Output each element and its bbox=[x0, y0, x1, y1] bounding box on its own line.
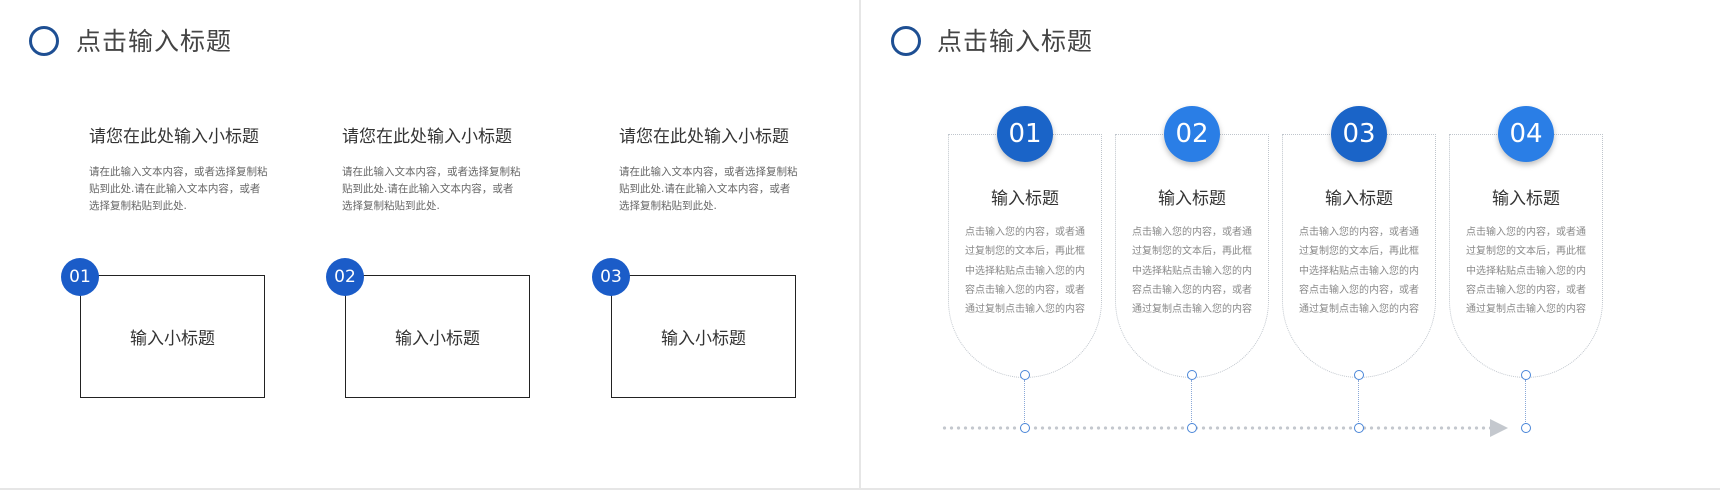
column-heading[interactable]: 请您在此处输入小标题 bbox=[342, 127, 512, 147]
step-connector bbox=[1191, 380, 1192, 426]
step-title[interactable]: 输入标题 bbox=[1158, 189, 1226, 209]
step-number-badge: 02 bbox=[1164, 106, 1220, 162]
column-box-label: 输入小标题 bbox=[395, 329, 480, 349]
timeline-node bbox=[1521, 423, 1531, 433]
step-connector bbox=[1525, 380, 1526, 426]
step-connector bbox=[1024, 380, 1025, 426]
timeline-node bbox=[1020, 423, 1030, 433]
step-title[interactable]: 输入标题 bbox=[1492, 189, 1560, 209]
column-heading[interactable]: 请您在此处输入小标题 bbox=[619, 127, 789, 147]
step-body-text[interactable]: 点击输入您的内容，或者通过复制您的文本后，再此框中选择粘贴点击输入您的内容点击输… bbox=[1466, 227, 1586, 316]
timeline-arrow-icon bbox=[1490, 419, 1508, 437]
step-top-node bbox=[1020, 370, 1030, 380]
slide-title[interactable]: 点击输入标题 bbox=[76, 27, 233, 56]
slide-right: 点击输入标题 01 输入标题 点击输入您的内容，或者通过复制您的文本后，再此框中… bbox=[861, 0, 1720, 488]
timeline-node bbox=[1354, 423, 1364, 433]
column-number-badge: 03 bbox=[592, 258, 630, 296]
column-box[interactable]: 输入小标题 bbox=[80, 275, 265, 398]
column-body-text[interactable]: 请在此输入文本内容，或者选择复制粘贴到此处.请在此输入文本内容，或者选择复制粘贴… bbox=[619, 166, 798, 212]
column-body-text[interactable]: 请在此输入文本内容，或者选择复制粘贴到此处.请在此输入文本内容，或者选择复制粘贴… bbox=[89, 166, 268, 212]
column-number-badge: 01 bbox=[61, 258, 99, 296]
column-heading[interactable]: 请您在此处输入小标题 bbox=[89, 127, 259, 147]
step-top-node bbox=[1187, 370, 1197, 380]
timeline-node bbox=[1187, 423, 1197, 433]
slide-left: 点击输入标题 请您在此处输入小标题 请在此输入文本内容，或者选择复制粘贴到此处.… bbox=[0, 0, 859, 488]
step-body-text[interactable]: 点击输入您的内容，或者通过复制您的文本后，再此框中选择粘贴点击输入您的内容点击输… bbox=[1299, 227, 1419, 316]
slide-title[interactable]: 点击输入标题 bbox=[937, 27, 1094, 56]
step-top-node bbox=[1354, 370, 1364, 380]
column-body-text[interactable]: 请在此输入文本内容，或者选择复制粘贴到此处.请在此输入文本内容，或者选择复制粘贴… bbox=[342, 166, 521, 212]
step-card[interactable] bbox=[1282, 134, 1436, 378]
step-number-badge: 01 bbox=[997, 106, 1053, 162]
column-box-label: 输入小标题 bbox=[130, 329, 215, 349]
step-title[interactable]: 输入标题 bbox=[1325, 189, 1393, 209]
step-card[interactable] bbox=[948, 134, 1102, 378]
step-title[interactable]: 输入标题 bbox=[991, 189, 1059, 209]
step-body-text[interactable]: 点击输入您的内容，或者通过复制您的文本后，再此框中选择粘贴点击输入您的内容点击输… bbox=[965, 227, 1085, 316]
title-circle-icon bbox=[29, 26, 59, 56]
title-circle-icon bbox=[891, 26, 921, 56]
step-number-badge: 04 bbox=[1498, 106, 1554, 162]
column-box-label: 输入小标题 bbox=[661, 329, 746, 349]
step-card[interactable] bbox=[1115, 134, 1269, 378]
timeline-dotted-line bbox=[941, 426, 1491, 430]
step-connector bbox=[1358, 380, 1359, 426]
column-box[interactable]: 输入小标题 bbox=[345, 275, 530, 398]
step-top-node bbox=[1521, 370, 1531, 380]
column-number-badge: 02 bbox=[326, 258, 364, 296]
column-box[interactable]: 输入小标题 bbox=[611, 275, 796, 398]
step-number-badge: 03 bbox=[1331, 106, 1387, 162]
step-body-text[interactable]: 点击输入您的内容，或者通过复制您的文本后，再此框中选择粘贴点击输入您的内容点击输… bbox=[1132, 227, 1252, 316]
step-card[interactable] bbox=[1449, 134, 1603, 378]
